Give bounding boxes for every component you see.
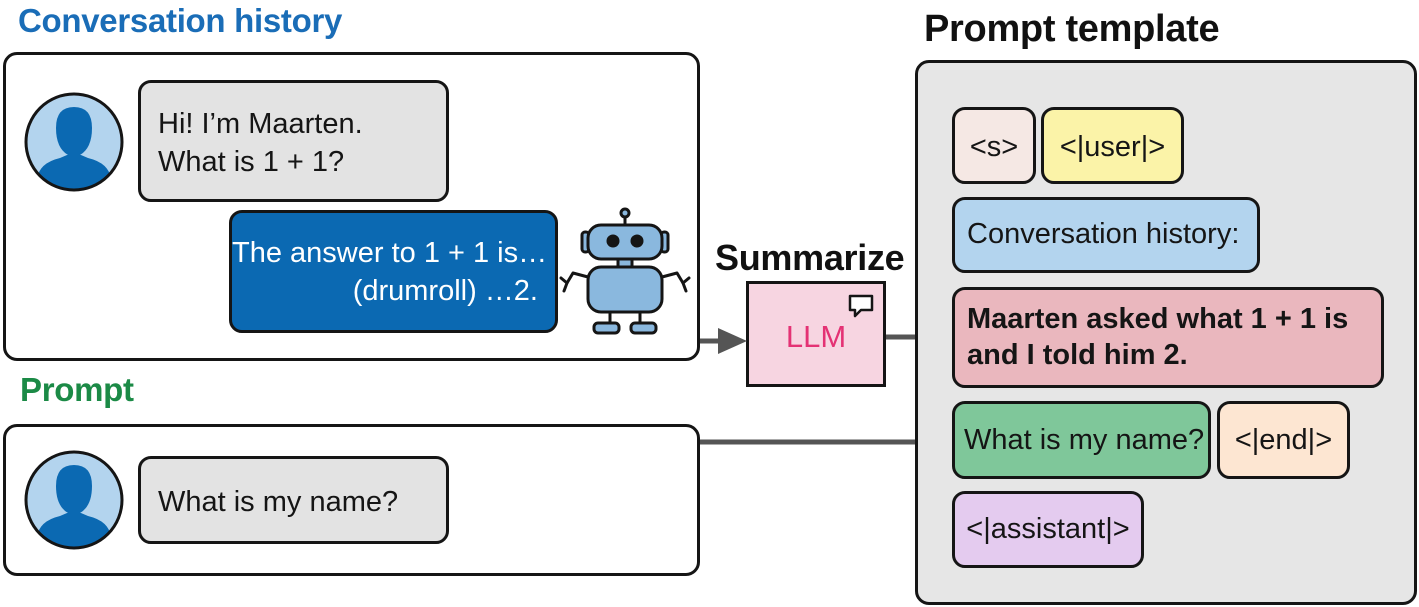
assistant-message-line: The answer to 1 + 1 is… [232, 237, 548, 269]
summarize-label: Summarize [715, 237, 905, 278]
prompt-message-text: What is my name? [158, 486, 399, 518]
start-token: <s> [952, 107, 1036, 184]
llm-box: LLM [746, 281, 886, 387]
arrow-right-icon [700, 328, 747, 354]
user-avatar-icon [24, 92, 124, 192]
summary-line: Maarten asked what 1 + 1 is [967, 303, 1349, 335]
llm-label: LLM [785, 319, 847, 354]
user-message-line: Hi! I’m Maarten. [158, 108, 363, 140]
end-token: <|end|> [1217, 401, 1350, 479]
assistant-message-bubble: The answer to 1 + 1 is… (drumroll) …2. [229, 210, 558, 333]
conversation-history-token: Conversation history: [952, 197, 1260, 273]
summary-token: Maarten asked what 1 + 1 is and I told h… [952, 287, 1384, 388]
chat-bubble-icon [848, 294, 874, 318]
user-message-bubble: Hi! I’m Maarten. What is 1 + 1? [138, 80, 449, 202]
question-token: What is my name? [952, 401, 1211, 479]
prompt-template-heading: Prompt template [924, 8, 1220, 50]
assistant-token: <|assistant|> [952, 491, 1144, 568]
prompt-message-bubble: What is my name? [138, 456, 449, 544]
user-token: <|user|> [1041, 107, 1184, 184]
user-message-line: What is 1 + 1? [158, 146, 345, 178]
summary-line: and I told him 2. [967, 339, 1188, 371]
user-avatar-icon [24, 450, 124, 550]
prompt-heading: Prompt [20, 371, 134, 408]
robot-icon [559, 207, 691, 335]
conversation-history-heading: Conversation history [18, 2, 343, 39]
assistant-message-line: (drumroll) …2. [352, 275, 538, 307]
